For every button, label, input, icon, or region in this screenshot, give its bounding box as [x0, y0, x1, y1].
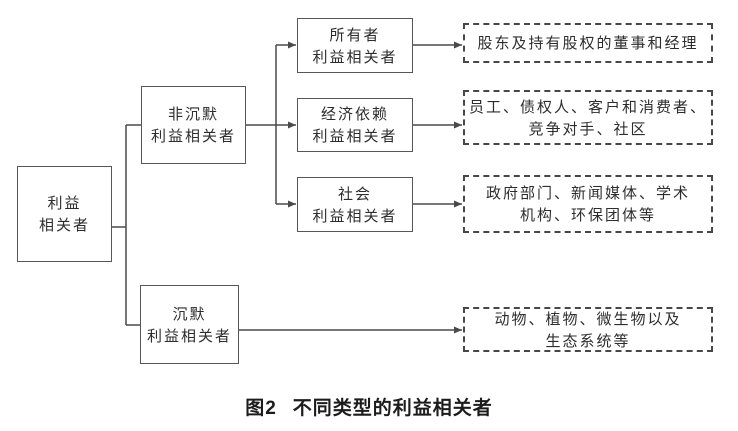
edge-nonsilent-trunk	[246, 45, 277, 204]
node-non-silent-stakeholders: 非沉默 利益相关者	[141, 86, 246, 164]
detail-owner-stakeholders: 股东及持有股权的董事和经理	[463, 23, 713, 63]
node-label-line: 利益相关者	[312, 127, 398, 145]
node-label-line: 利益相关者	[312, 206, 398, 225]
detail-label-line: 机构、环保团体等	[519, 206, 656, 224]
detail-label-line: 生态系统等	[545, 331, 631, 350]
node-silent-stakeholders: 沉默 利益相关者	[140, 285, 239, 364]
node-label-line: 经济依赖	[320, 105, 389, 123]
node-label-line: 非沉默	[167, 105, 219, 123]
detail-silent-stakeholders: 动物、植物、微生物以及 生态系统等	[463, 307, 713, 352]
detail-economic-dependence-stakeholders: 员工、债权人、客户和消费者、 竞争对手、社区	[463, 90, 713, 145]
node-label-line: 利益相关者	[150, 127, 236, 145]
figure-caption: 图2 不同类型的利益相关者	[0, 393, 738, 420]
node-label-line: 利益	[47, 194, 82, 212]
node-label-line: 利益相关者	[312, 47, 398, 66]
node-economic-dependence-stakeholders: 经济依赖 利益相关者	[297, 98, 413, 152]
detail-label-line: 动物、植物、微生物以及	[494, 309, 682, 328]
node-stakeholders: 利益 相关者	[17, 166, 112, 262]
figure-caption-title: 不同类型的利益相关者	[292, 398, 493, 419]
node-label-line: 沉默	[172, 304, 207, 323]
detail-label-line: 政府部门、新闻媒体、学术	[485, 184, 690, 202]
detail-label-line: 竞争对手、社区	[528, 119, 648, 138]
node-owner-stakeholders: 所有者 利益相关者	[297, 18, 413, 73]
node-label-line: 利益相关者	[146, 326, 232, 345]
figure-caption-number: 图2	[245, 398, 277, 419]
detail-label-line: 股东及持有股权的董事和经理	[477, 34, 699, 52]
node-label-line: 所有者	[329, 25, 381, 44]
node-label-line: 社会	[337, 184, 372, 203]
detail-label-line: 员工、债权人、客户和消费者、	[468, 97, 707, 116]
detail-social-stakeholders: 政府部门、新闻媒体、学术 机构、环保团体等	[463, 175, 713, 233]
edge-root-trunk	[112, 124, 141, 326]
node-social-stakeholders: 社会 利益相关者	[297, 177, 413, 232]
node-label-line: 相关者	[38, 216, 90, 234]
